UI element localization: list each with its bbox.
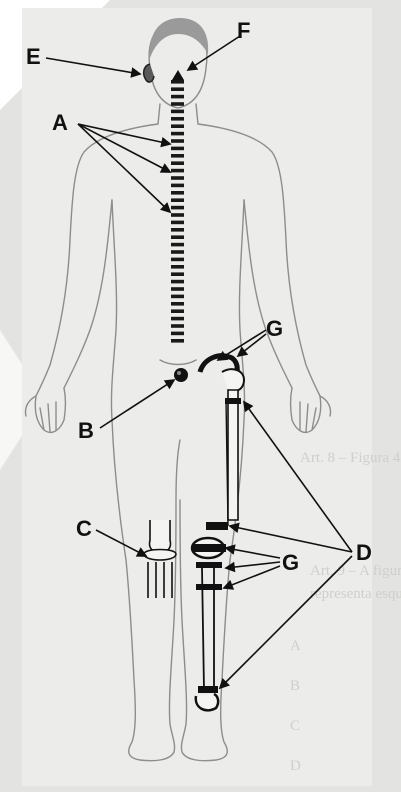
label-g-hip: G <box>266 318 283 340</box>
vertebra <box>171 198 184 202</box>
label-f: F <box>237 20 250 42</box>
knee-cap <box>144 550 176 561</box>
bleed-text-7: D <box>290 758 301 774</box>
knee-band <box>192 544 226 552</box>
vertebra <box>171 317 184 321</box>
ankle-band <box>198 686 218 693</box>
vertebra <box>171 132 184 136</box>
vertebra <box>171 95 184 99</box>
label-d: D <box>356 542 372 564</box>
hip-ball-joint <box>174 368 188 382</box>
hip-ball-highlight <box>177 371 181 375</box>
vertebra <box>171 295 184 299</box>
vertebra <box>171 124 184 128</box>
label-c: C <box>76 518 92 540</box>
femur-end <box>149 520 170 552</box>
bleed-text-5: B <box>290 678 300 694</box>
vertebra <box>171 184 184 188</box>
label-a: A <box>52 112 68 134</box>
vertebra <box>171 309 184 313</box>
bleed-text-3: representa esquematicamente <box>310 586 401 602</box>
bleed-text-4: A <box>290 638 301 654</box>
tibia-band-top <box>196 562 222 568</box>
vertebra <box>171 272 184 276</box>
bleed-text-1: Art. 8 – Figura 4 da secção <box>300 450 401 466</box>
vertebra <box>171 139 184 143</box>
vertebra <box>171 280 184 284</box>
vertebra <box>171 206 184 210</box>
vertebra <box>171 302 184 306</box>
vertebra <box>171 221 184 225</box>
vertebra <box>171 250 184 254</box>
vertebra <box>171 228 184 232</box>
vertebra <box>171 80 184 84</box>
vertebra <box>171 169 184 173</box>
vertebra <box>171 339 184 343</box>
vertebra <box>171 117 184 121</box>
vertebra <box>171 287 184 291</box>
vertebra <box>171 265 184 269</box>
femur-band-lower <box>206 522 228 530</box>
vertebra <box>171 258 184 262</box>
label-b: B <box>78 420 94 442</box>
vertebra <box>171 147 184 151</box>
ankle-joint <box>196 694 218 710</box>
femur-rod <box>228 390 238 520</box>
label-g-knee: G <box>282 552 299 574</box>
vertebra <box>171 102 184 106</box>
vertebra <box>171 191 184 195</box>
vertebra <box>171 87 184 91</box>
vertebra <box>171 161 184 165</box>
label-e: E <box>26 46 41 68</box>
vertebra <box>171 324 184 328</box>
vertebra <box>171 243 184 247</box>
vertebra <box>171 235 184 239</box>
vertebra <box>171 213 184 217</box>
femur-band-top <box>225 398 241 404</box>
vertebra <box>171 154 184 158</box>
vertebra <box>171 176 184 180</box>
vertebra <box>171 332 184 336</box>
tibia-band-mid <box>196 584 222 590</box>
vertebra <box>171 110 184 114</box>
bleed-text-2: Art. 9 – A figura abaixo <box>310 563 401 579</box>
bleed-text-6: C <box>290 718 300 734</box>
